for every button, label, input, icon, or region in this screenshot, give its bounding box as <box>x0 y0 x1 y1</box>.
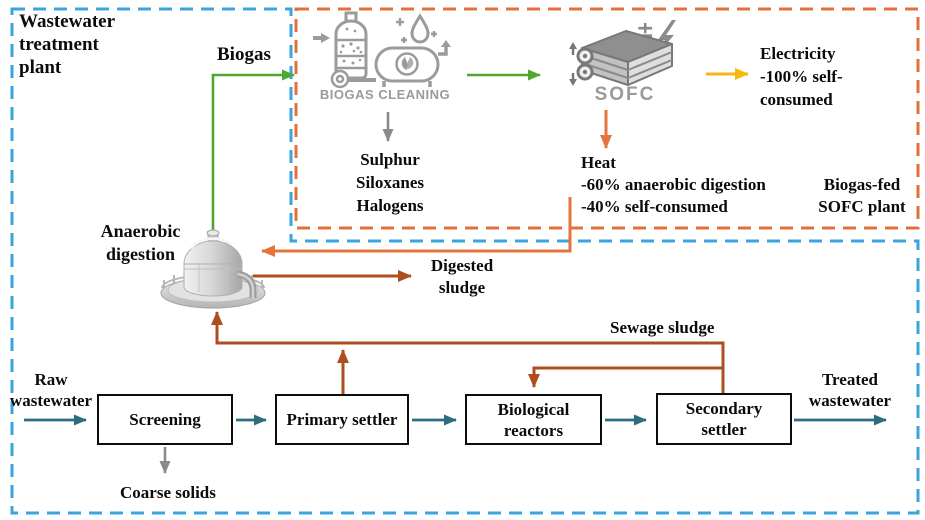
fuel-cell-stack-icon <box>581 30 673 86</box>
anaerobic-digester-icon <box>160 229 266 309</box>
heat-to-digester-line <box>261 197 572 257</box>
biogas-cleaning-label: BIOGAS CLEANING <box>319 87 451 102</box>
cleaning-outputs-label: Sulphur Siloxanes Halogens <box>355 150 425 215</box>
treated-wastewater-label: Treated wastewater <box>808 370 892 410</box>
gear-icon <box>330 69 350 89</box>
leaf-icon <box>401 57 414 70</box>
coarse-solids-label: Coarse solids <box>120 483 216 502</box>
electricity-label: Electricity -100% self- consumed <box>760 44 843 109</box>
sofc-label: SOFC <box>594 84 656 105</box>
sparkle-icon <box>396 18 437 43</box>
gas-in-out-arrows-icon <box>569 42 577 86</box>
digested-sludge-label: Digested sludge <box>430 256 494 297</box>
process-box-screening: Screening <box>97 394 233 445</box>
water-droplet-icon <box>410 13 430 44</box>
process-box-secondary-settler: Secondary settler <box>656 393 792 445</box>
wwtp-label: Wastewater treatment plant <box>19 11 116 78</box>
heat-label: Heat -60% anaerobic digestion -40% self-… <box>581 153 766 216</box>
sewage-sludge-label: Sewage sludge <box>610 318 715 337</box>
biogas-cleaning-icon <box>313 11 451 89</box>
biogas-line <box>211 69 295 233</box>
scrubber-column-icon <box>334 19 368 80</box>
process-box-primary-settler: Primary settler <box>275 394 409 445</box>
sofc-icon: ± <box>569 18 676 86</box>
anaerobic-digestion-label: Anaerobic digestion <box>100 221 181 264</box>
raw-wastewater-label: Raw wastewater <box>9 370 93 410</box>
process-box-biological-reactors: Biological reactors <box>465 394 602 445</box>
lightning-icon <box>654 20 676 58</box>
wwtp-boundary <box>10 7 920 515</box>
recirculation-line <box>528 366 723 388</box>
biogas-label: Biogas <box>217 44 271 65</box>
sofc-plant-label: Biogas-fed SOFC plant <box>818 175 906 216</box>
